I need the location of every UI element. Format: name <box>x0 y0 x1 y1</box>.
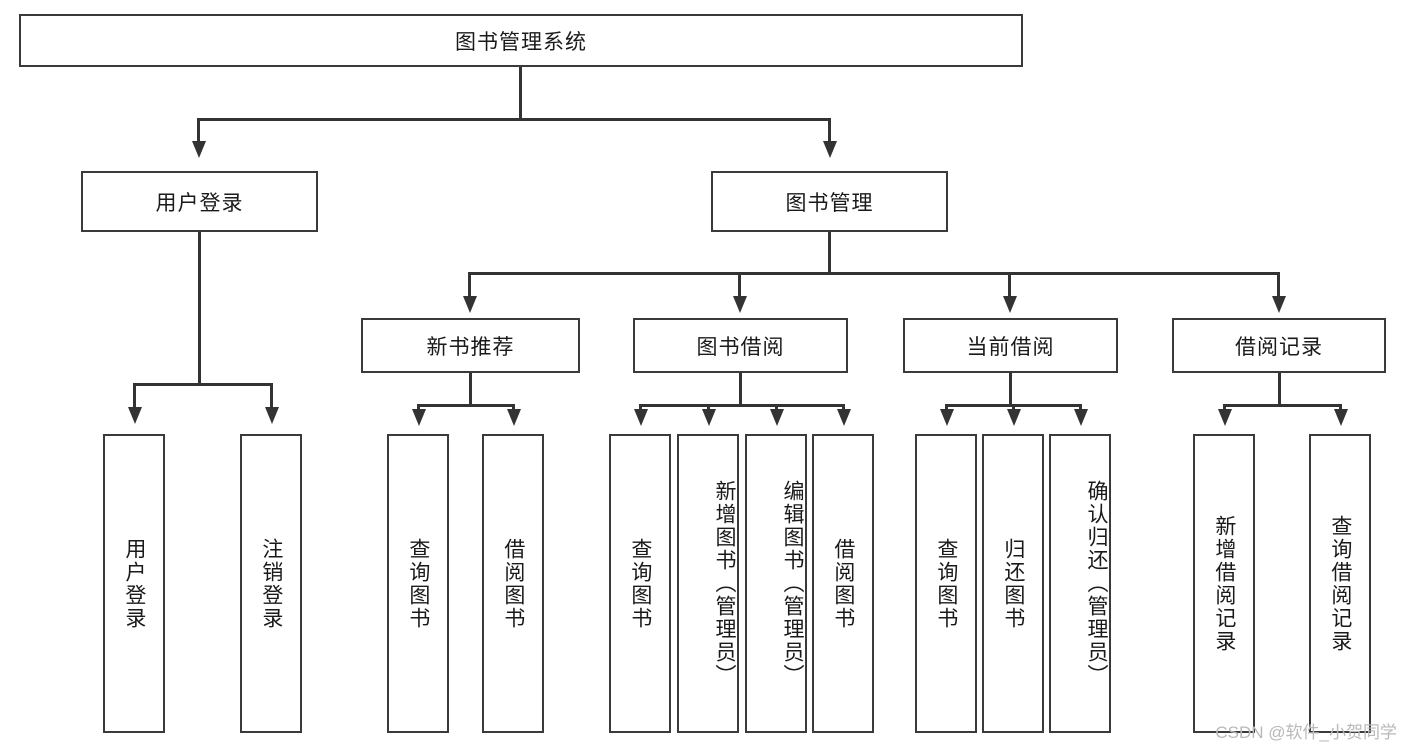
connector-borrowrecord-to-leaf2 <box>1339 404 1342 411</box>
node-label: 图书借阅 <box>696 335 785 359</box>
connector-login-stem <box>198 232 201 384</box>
node-label: 确认归还（管理员） <box>1085 480 1108 687</box>
node-label: 借阅记录 <box>1235 335 1323 359</box>
arrow-bookmgmt-to-borrow <box>733 296 747 313</box>
connector-bookmgmt-to-new <box>468 272 471 298</box>
arrow-borrowrecord-to-leaf1 <box>1218 409 1232 426</box>
node-label: 图书管理 <box>785 191 874 215</box>
arrow-bookborrow-to-leaf2 <box>702 409 716 426</box>
arrow-currentborrow-to-leaf1 <box>940 409 954 426</box>
node-label: 查询图书 <box>934 537 958 630</box>
leaf-borrow-add-book-admin[interactable]: 新增图书（管理员） <box>677 434 739 733</box>
arrow-newbook-to-leaf1 <box>412 409 426 426</box>
node-label: 查询图书 <box>406 537 430 630</box>
connector-newbook-stem <box>469 373 472 405</box>
node-borrow-record[interactable]: 借阅记录 <box>1172 318 1386 373</box>
arrow-login-to-leaf2 <box>265 407 279 424</box>
leaf-current-query-book[interactable]: 查询图书 <box>915 434 977 733</box>
arrow-bookmgmt-to-current <box>1003 296 1017 313</box>
node-label: 用户登录 <box>155 191 244 215</box>
node-label: 新书推荐 <box>426 335 515 359</box>
node-label: 借阅图书 <box>501 537 525 630</box>
leaf-borrow-query-book[interactable]: 查询图书 <box>609 434 671 733</box>
connector-borrowrecord-to-leaf1 <box>1223 404 1226 411</box>
arrow-bookmgmt-to-new <box>463 296 477 313</box>
connector-root-bus <box>197 118 831 121</box>
arrow-bookborrow-to-leaf4 <box>837 409 851 426</box>
node-label: 编辑图书（管理员） <box>781 480 804 687</box>
connector-newbook-to-leaf1 <box>417 404 420 411</box>
node-label: 新增借阅记录 <box>1212 514 1236 653</box>
connector-login-to-leaf1 <box>133 383 136 409</box>
connector-currentborrow-to-leaf1 <box>945 404 948 411</box>
connector-bookborrow-stem <box>739 373 742 405</box>
arrow-root-to-login <box>192 141 206 158</box>
connector-bookmgmt-to-record <box>1277 272 1280 298</box>
node-current-borrow[interactable]: 当前借阅 <box>903 318 1118 373</box>
connector-bookmgmt-stem <box>828 232 831 273</box>
leaf-record-add-record[interactable]: 新增借阅记录 <box>1193 434 1255 733</box>
connector-borrowrecord-bus <box>1223 404 1341 407</box>
node-label: 查询图书 <box>628 537 652 630</box>
arrow-bookmgmt-to-record <box>1272 296 1286 313</box>
connector-bookborrow-bus <box>639 404 844 407</box>
node-book-borrow[interactable]: 图书借阅 <box>633 318 848 373</box>
leaf-borrow-edit-book-admin[interactable]: 编辑图书（管理员） <box>745 434 807 733</box>
connector-currentborrow-to-leaf3 <box>1079 404 1082 411</box>
connector-currentborrow-to-leaf2 <box>1012 404 1015 411</box>
leaf-user-login[interactable]: 用户登录 <box>103 434 165 733</box>
connector-bookborrow-to-leaf4 <box>842 404 845 411</box>
arrow-currentborrow-to-leaf2 <box>1007 409 1021 426</box>
arrow-newbook-to-leaf2 <box>507 409 521 426</box>
leaf-current-confirm-return-admin[interactable]: 确认归还（管理员） <box>1049 434 1111 733</box>
leaf-record-query-record[interactable]: 查询借阅记录 <box>1309 434 1371 733</box>
connector-login-bus <box>133 383 273 386</box>
node-user-login[interactable]: 用户登录 <box>81 171 318 232</box>
leaf-logout[interactable]: 注销登录 <box>240 434 302 733</box>
connector-bookborrow-to-leaf3 <box>775 404 778 411</box>
connector-newbook-to-leaf2 <box>512 404 515 411</box>
node-label: 归还图书 <box>1001 537 1025 630</box>
arrow-login-to-leaf1 <box>128 407 142 424</box>
node-label: 借阅图书 <box>831 537 855 630</box>
node-label: 新增图书（管理员） <box>713 480 736 687</box>
leaf-newbook-query-book[interactable]: 查询图书 <box>387 434 449 733</box>
node-new-book-recommend[interactable]: 新书推荐 <box>361 318 580 373</box>
node-label: 用户登录 <box>122 537 146 630</box>
connector-root-to-bookmgmt <box>828 118 831 143</box>
node-root-system[interactable]: 图书管理系统 <box>19 14 1023 67</box>
arrow-root-to-bookmgmt <box>823 141 837 158</box>
csdn-watermark: CSDN @软件_小贺同学 <box>1215 723 1397 742</box>
arrow-currentborrow-to-leaf3 <box>1074 409 1088 426</box>
node-label: 查询借阅记录 <box>1328 514 1352 653</box>
connector-currentborrow-stem <box>1009 373 1012 405</box>
connector-bookmgmt-to-current <box>1008 272 1011 298</box>
connector-bookmgmt-bus <box>468 272 1280 275</box>
connector-bookmgmt-to-borrow <box>738 272 741 298</box>
leaf-current-return-book[interactable]: 归还图书 <box>982 434 1044 733</box>
connector-bookborrow-to-leaf1 <box>639 404 642 411</box>
node-label: 当前借阅 <box>966 335 1055 359</box>
arrow-bookborrow-to-leaf3 <box>770 409 784 426</box>
node-label: 图书管理系统 <box>455 30 587 54</box>
connector-root-stem <box>519 67 522 119</box>
arrow-borrowrecord-to-leaf2 <box>1334 409 1348 426</box>
node-label: 注销登录 <box>259 537 283 630</box>
node-book-management[interactable]: 图书管理 <box>711 171 948 232</box>
leaf-borrow-borrow-book[interactable]: 借阅图书 <box>812 434 874 733</box>
leaf-newbook-borrow-book[interactable]: 借阅图书 <box>482 434 544 733</box>
connector-bookborrow-to-leaf2 <box>707 404 710 411</box>
connector-login-to-leaf2 <box>270 383 273 409</box>
connector-borrowrecord-stem <box>1278 373 1281 405</box>
connector-root-to-login <box>197 118 200 143</box>
arrow-bookborrow-to-leaf1 <box>634 409 648 426</box>
connector-newbook-bus <box>417 404 514 407</box>
